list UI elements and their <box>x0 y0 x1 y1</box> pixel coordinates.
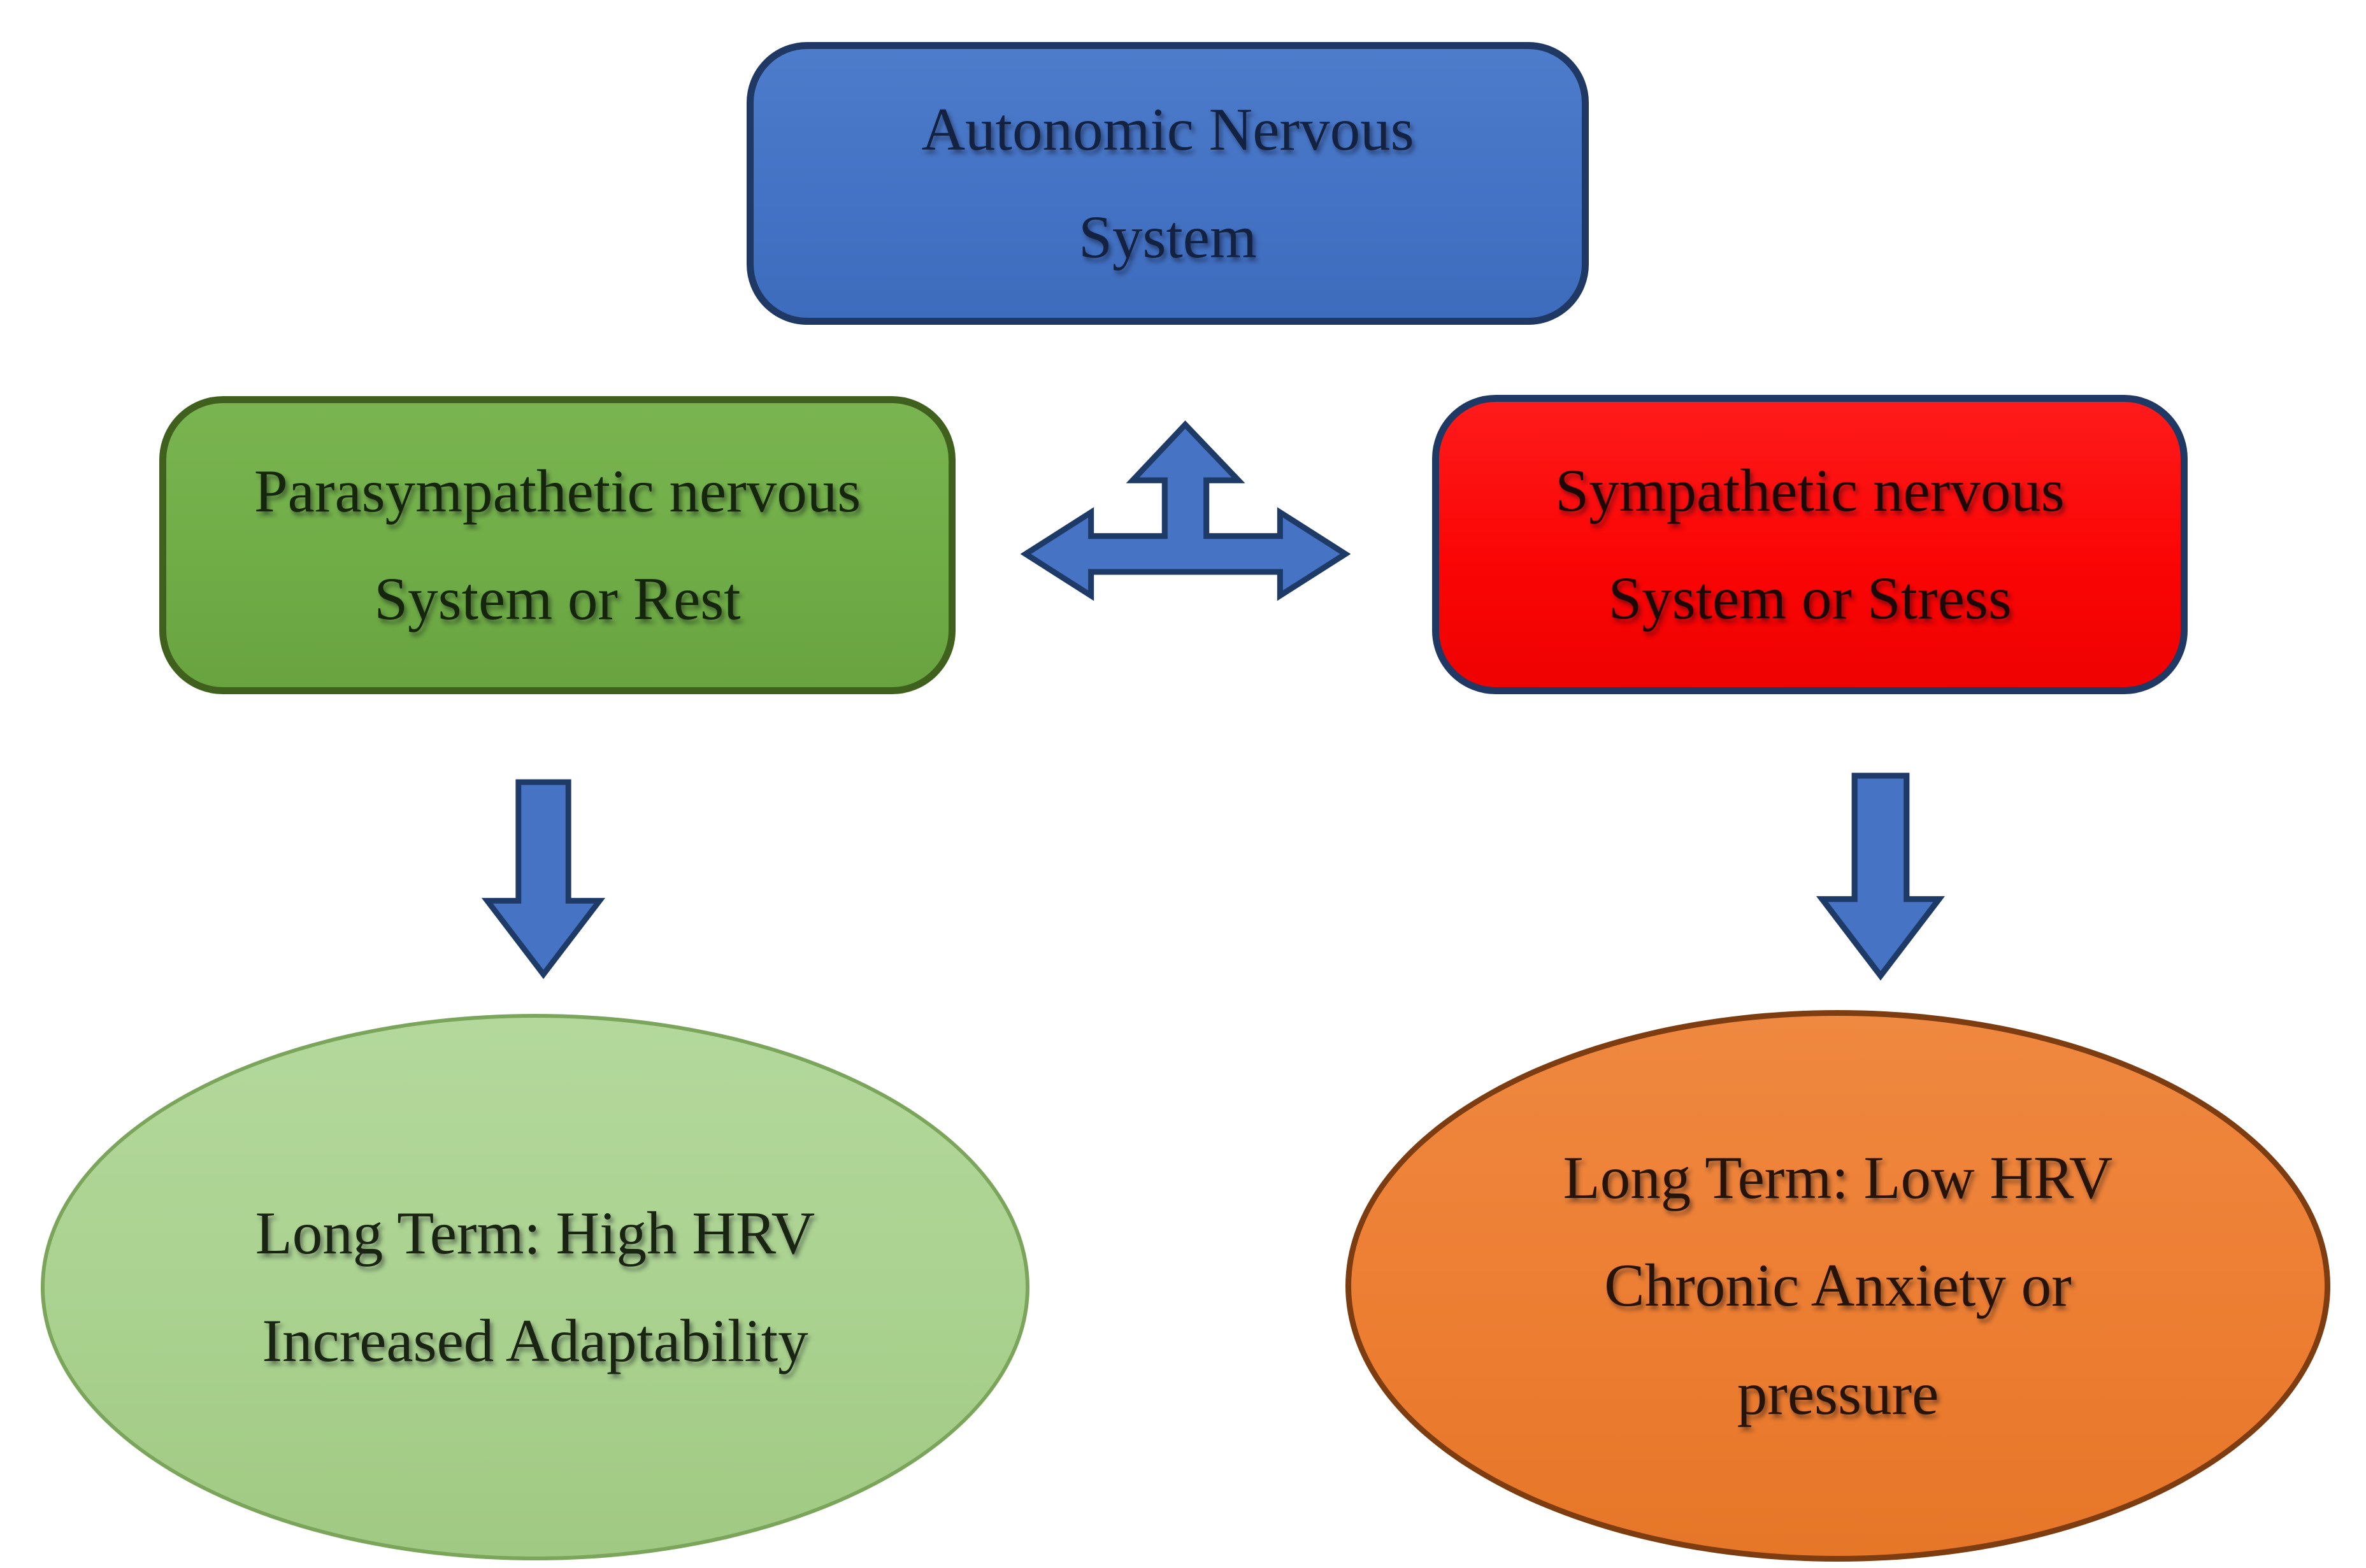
node-autonomic-nervous-system: Autonomic Nervous System <box>747 42 1589 325</box>
node-label-line: Increased Adaptability <box>262 1307 808 1374</box>
node-sympathetic-nervous-system: Sympathetic nervous System or Stress <box>1432 395 2188 694</box>
node-label-line: System or Stress <box>1608 564 2012 632</box>
node-long-term-low-hrv: Long Term: Low HRV Chronic Anxiety or pr… <box>1345 1010 2330 1562</box>
three-way-arrow-icon <box>1021 420 1351 601</box>
node-label-line: Long Term: Low HRV <box>1563 1144 2113 1212</box>
down-arrow-icon <box>1816 773 1946 981</box>
node-label-line: System or Rest <box>374 565 741 632</box>
node-long-term-high-hrv: Long Term: High HRV Increased Adaptabili… <box>41 1014 1029 1560</box>
node-label-line: Sympathetic nervous <box>1555 456 2065 524</box>
node-label-line: pressure <box>1737 1359 1939 1427</box>
node-label-line: System <box>1079 203 1257 271</box>
down-arrow-icon <box>481 779 606 980</box>
node-label-line: Parasympathetic nervous <box>254 457 861 525</box>
node-label-line: Long Term: High HRV <box>255 1199 815 1267</box>
node-parasympathetic-nervous-system: Parasympathetic nervous System or Rest <box>159 396 956 694</box>
node-label-line: Chronic Anxiety or <box>1604 1251 2072 1320</box>
node-label-line: Autonomic Nervous <box>921 95 1414 163</box>
